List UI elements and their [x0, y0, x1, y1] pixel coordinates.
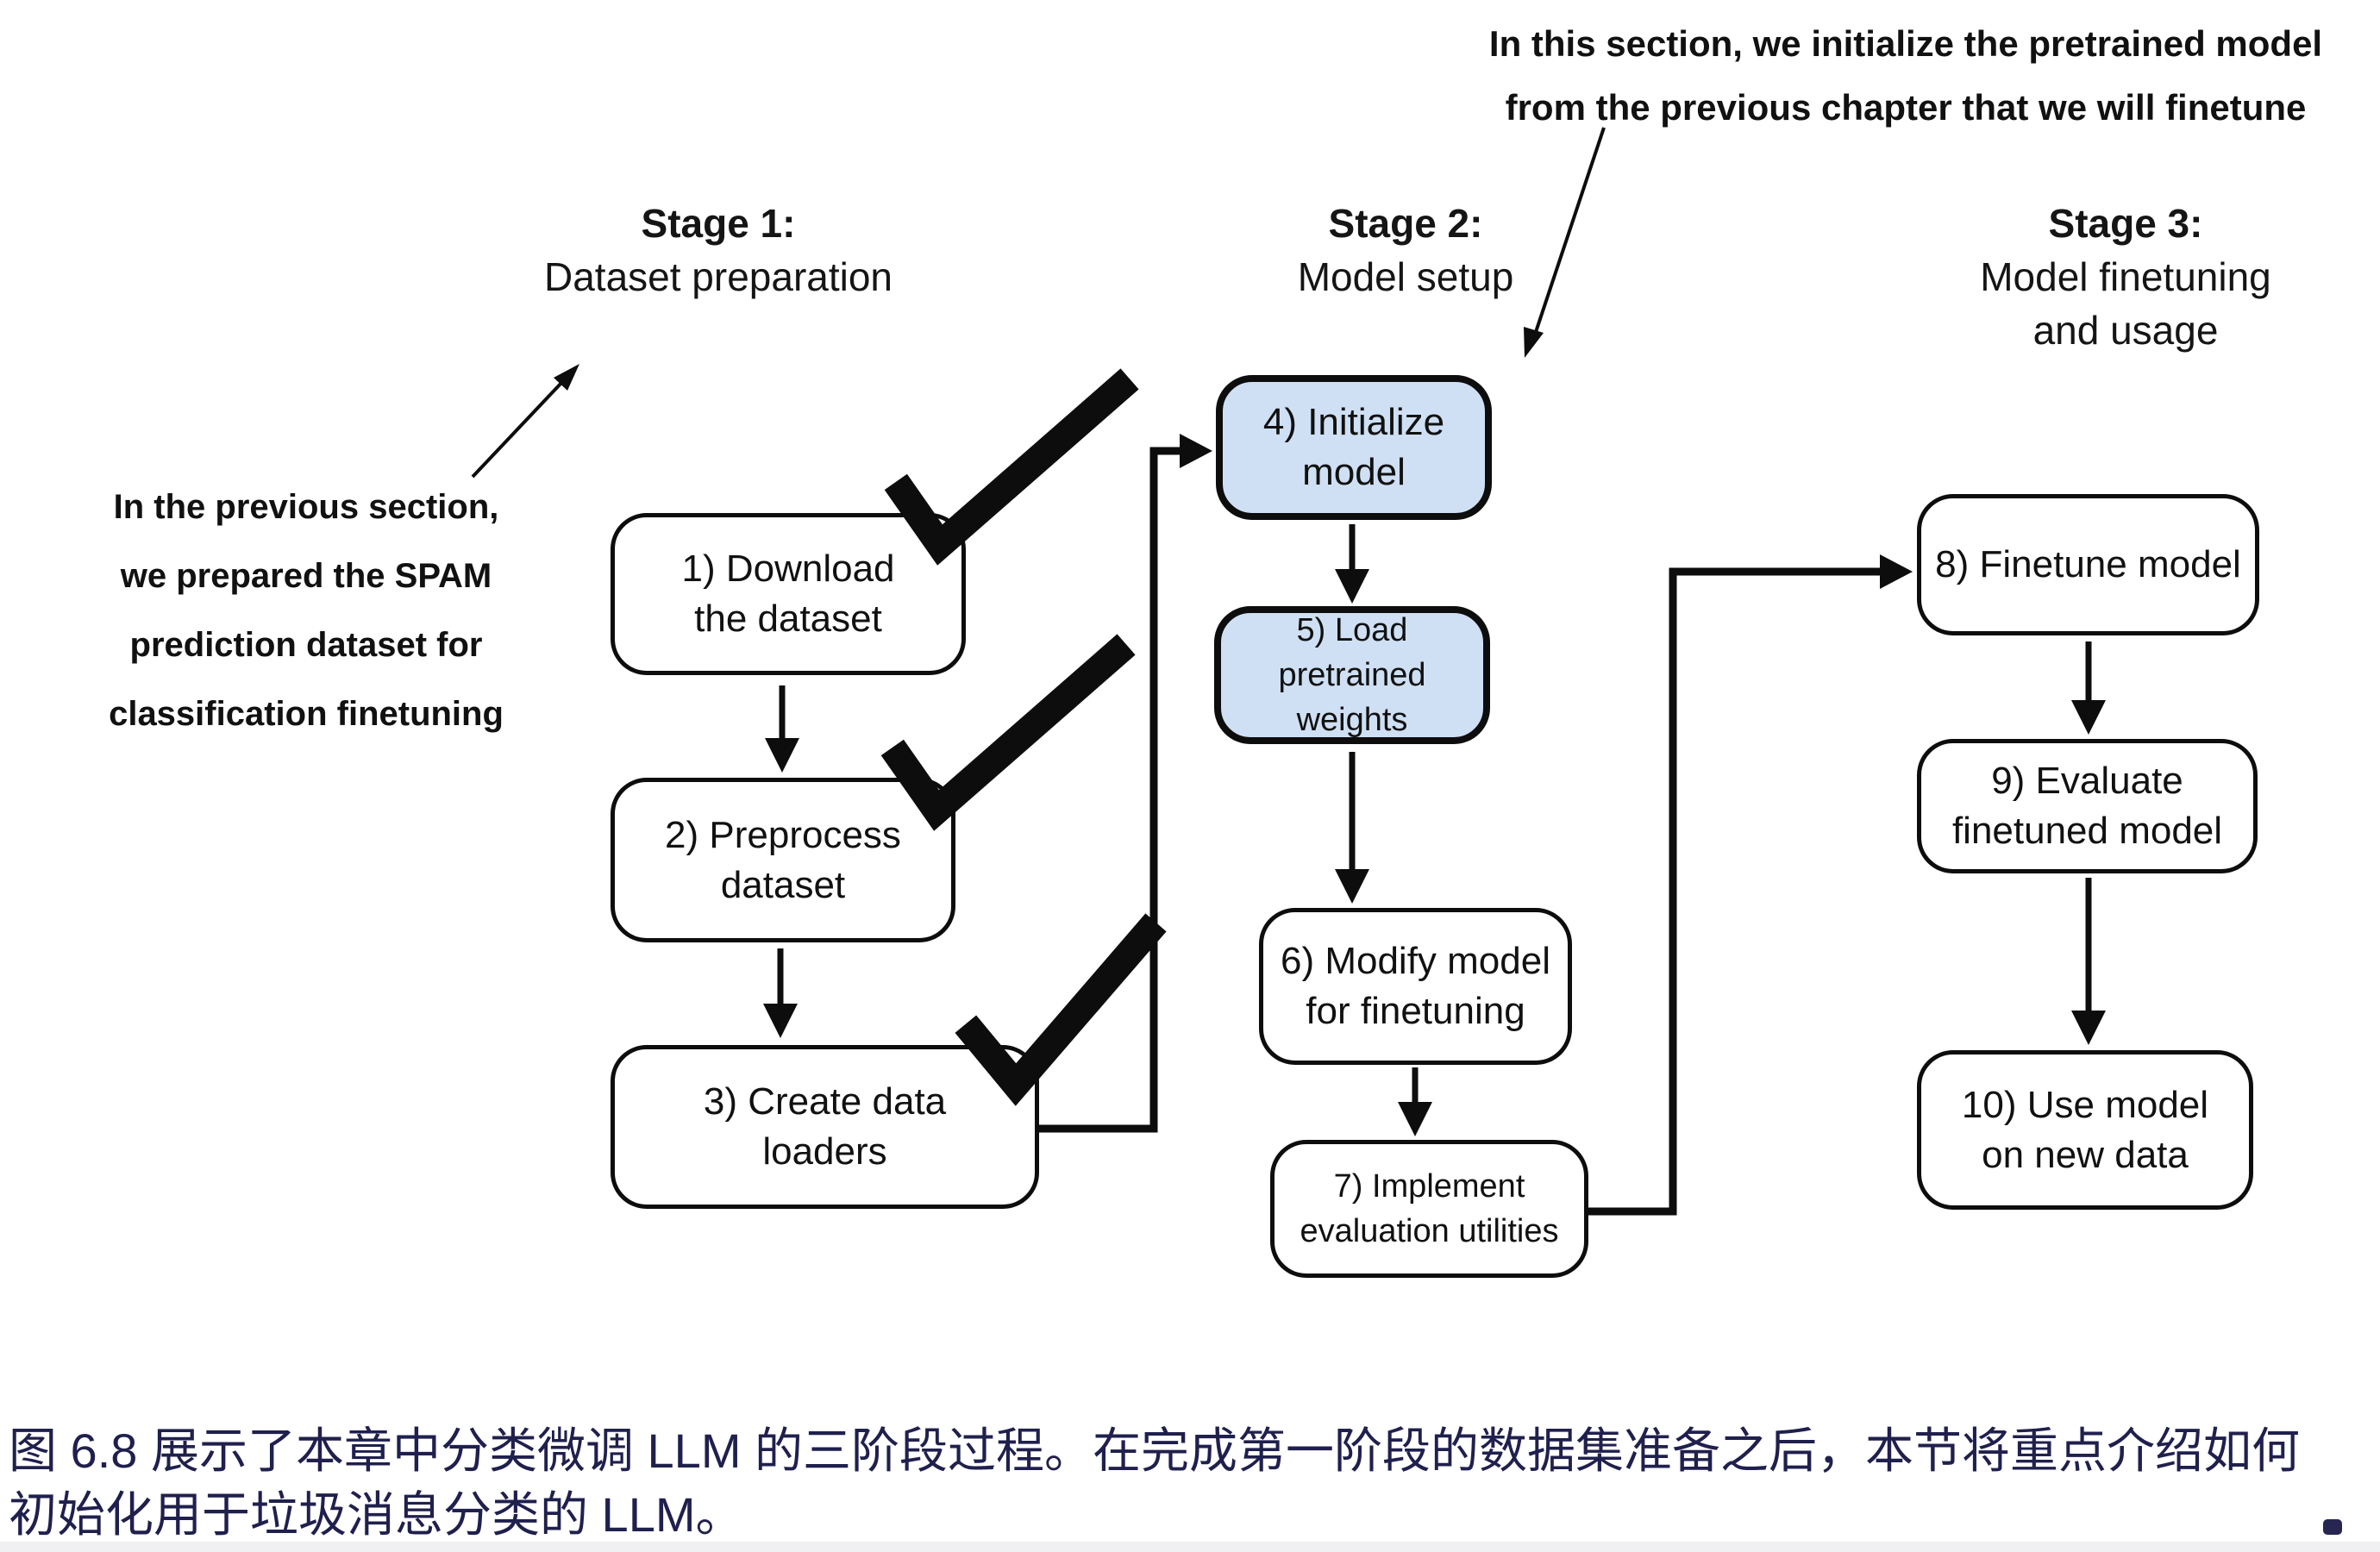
box-label-line: for finetuning — [1306, 990, 1525, 1032]
top-annotation-line: In this section, we initialize the pretr… — [1488, 23, 2323, 64]
box-label-line: 7) Implement — [1333, 1168, 1525, 1205]
top-annotation-line: from the previous chapter that we will f… — [1505, 87, 2307, 128]
flow-box-5-load-pretrained-weights: 5) Load pretrained weights — [1214, 606, 1490, 744]
flow-box-1-download-dataset: 1) Download the dataset — [611, 513, 966, 675]
flow-box-10-use-model-new-data: 10) Use model on new data — [1917, 1050, 2253, 1210]
arrow-box8-to-box9 — [2071, 641, 2106, 735]
left-annotation-line: In the previous section, — [113, 488, 499, 526]
box-label-line: 10) Use model — [1961, 1083, 2209, 1126]
box-label-line: 2) Preprocess — [665, 813, 901, 856]
box-label-line: 8) Finetune model — [1935, 543, 2241, 585]
stage-3-title: Stage 3: — [2048, 201, 2203, 246]
box-label-line: 9) Evaluate — [1991, 760, 2183, 802]
box-label-line: weights — [1296, 702, 1408, 738]
bottom-band — [0, 1542, 2380, 1552]
stage-2-title: Stage 2: — [1328, 201, 1483, 246]
stage-1-header: Stage 1: Dataset preparation — [529, 197, 908, 304]
flow-box-4-initialize-model: 4) Initialize model — [1216, 375, 1492, 520]
box-label-line: 6) Modify model — [1280, 940, 1550, 982]
cursor-artifact — [2323, 1519, 2342, 1535]
arrow-box9-to-box10 — [2071, 878, 2106, 1045]
arrow-box6-to-box7 — [1398, 1067, 1432, 1136]
box-label-line: finetuned model — [1951, 810, 2223, 852]
connector-box7-to-box8 — [1588, 554, 1913, 1216]
flow-box-8-finetune-model: 8) Finetune model — [1917, 494, 2259, 635]
box-label-line: 5) Load pretrained — [1278, 612, 1426, 693]
box-label-line: 1) Download — [681, 548, 895, 590]
box-label-line: model — [1302, 451, 1406, 493]
box-label-line: 3) Create data — [703, 1080, 947, 1123]
stage-2-subtitle: Model setup — [1297, 254, 1514, 299]
flow-box-7-implement-evaluation-utilities: 7) Implement evaluation utilities — [1270, 1140, 1588, 1278]
box-label-line: on new data — [1982, 1133, 2189, 1176]
caption-line: 图 6.8 展示了本章中分类微调 LLM 的三阶段过程。在完成第一阶段的数据集准… — [9, 1424, 2301, 1478]
caption-line: 初始化用于垃圾消息分类的 LLM。 — [9, 1487, 744, 1542]
top-annotation: In this section, we initialize the pretr… — [1431, 12, 2380, 140]
stage-3-header: Stage 3: Model finetuning and usage — [1932, 197, 2320, 357]
arrow-box2-to-box3 — [763, 948, 798, 1038]
left-annotation-line: prediction dataset for — [129, 626, 483, 664]
box-label-line: the dataset — [694, 598, 882, 640]
box-label-line: 4) Initialize — [1262, 401, 1445, 443]
figure-caption: 图 6.8 展示了本章中分类微调 LLM 的三阶段过程。在完成第一阶段的数据集准… — [9, 1419, 2373, 1547]
flow-box-2-preprocess-dataset: 2) Preprocess dataset — [611, 778, 955, 942]
arrow-box1-to-box2 — [765, 685, 799, 773]
stage-3-subtitle: and usage — [2032, 308, 2219, 353]
left-annotation-line: we prepared the SPAM — [120, 557, 492, 595]
stage-1-subtitle: Dataset preparation — [543, 254, 893, 299]
arrow-box4-to-box5 — [1335, 524, 1369, 604]
stage-1-title: Stage 1: — [641, 201, 796, 246]
stage-3-subtitle: Model finetuning — [1980, 254, 2271, 299]
left-annotation: In the previous section, we prepared the… — [86, 472, 526, 748]
stage-2-header: Stage 2: Model setup — [1216, 197, 1595, 304]
arrow-box5-to-box6 — [1335, 752, 1369, 904]
flow-box-6-modify-model: 6) Modify model for finetuning — [1259, 908, 1572, 1065]
box-label-line: loaders — [762, 1130, 887, 1173]
flow-box-3-create-data-loaders: 3) Create data loaders — [611, 1045, 1039, 1209]
box-label-line: dataset — [720, 863, 846, 906]
connector-box3-to-box4 — [1039, 434, 1212, 1133]
flow-box-9-evaluate-finetuned-model: 9) Evaluate finetuned model — [1917, 739, 2258, 873]
box-label-line: evaluation utilities — [1300, 1213, 1559, 1249]
left-annotation-line: classification finetuning — [109, 695, 504, 733]
left-annotation-arrow — [471, 364, 579, 479]
